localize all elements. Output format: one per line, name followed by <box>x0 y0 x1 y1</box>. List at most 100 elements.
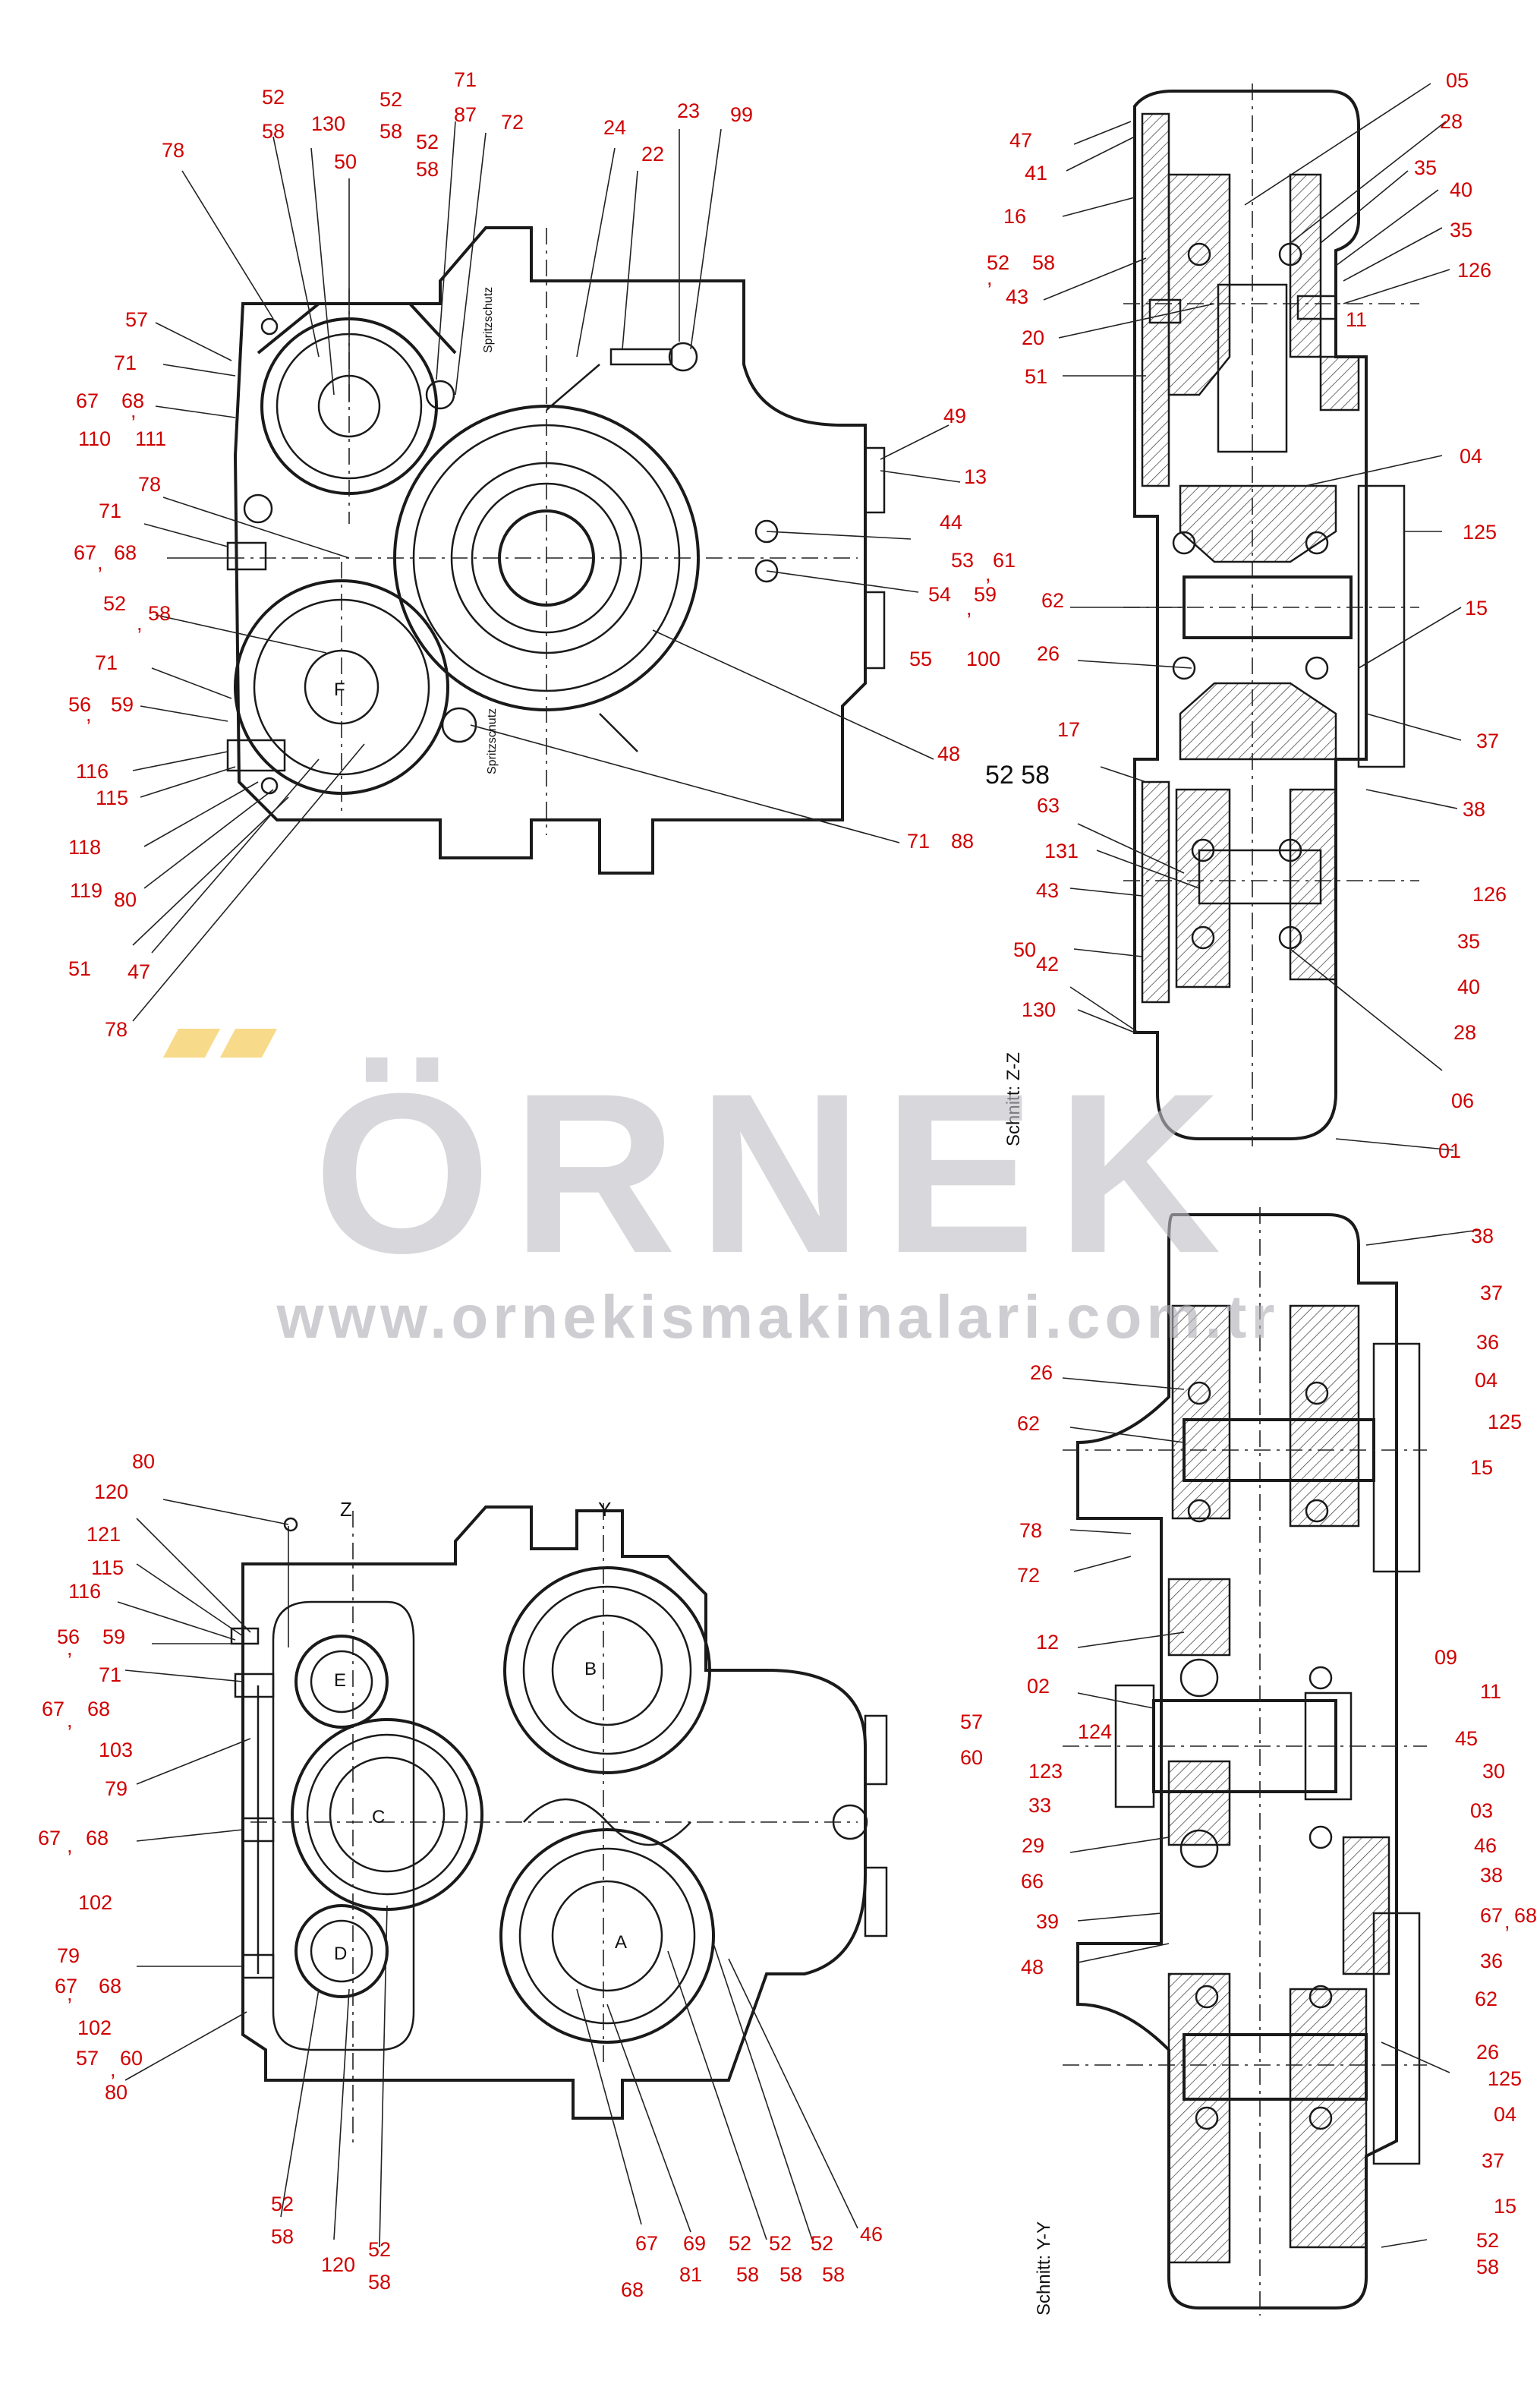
part-number-label: 04 <box>1460 445 1483 468</box>
part-number-label: 23 <box>677 99 701 122</box>
part-number-label: 71 <box>99 1663 122 1686</box>
part-number-label: 68 <box>99 1975 122 1997</box>
part-number-label: 78 <box>105 1018 128 1041</box>
part-number-label: 68 <box>87 1698 111 1720</box>
part-number-label: 44 <box>940 511 963 534</box>
part-number-label: 58 <box>368 2271 392 2294</box>
part-number-label: 58 <box>416 158 439 181</box>
part-number-label: 48 <box>1021 1956 1044 1978</box>
part-number-label: 125 <box>1488 2067 1523 2090</box>
part-number-label: 119 <box>70 879 103 902</box>
part-number-label: 131 <box>1044 840 1079 862</box>
part-number-label: 50 <box>334 150 357 173</box>
part-number-label: 69 <box>683 2232 707 2255</box>
part-number-label: 13 <box>964 465 987 488</box>
part-number-label: 67 <box>42 1698 65 1720</box>
part-number-label: 57 <box>76 2047 99 2070</box>
part-number-label: 116 <box>76 760 109 783</box>
part-number-label: 67 <box>1480 1904 1504 1927</box>
part-number-label: 61 <box>993 549 1016 572</box>
part-number-label: 102 <box>78 1891 113 1914</box>
front-view-top <box>226 226 886 875</box>
part-number-label: 54 <box>928 583 952 606</box>
part-number-label: 120 <box>94 1480 129 1503</box>
part-number-label: 56 <box>68 693 92 716</box>
part-number-label: 58 <box>271 2225 294 2248</box>
label-separator: , <box>67 1637 73 1660</box>
part-number-label: 52 <box>769 2232 792 2255</box>
part-number-label: 71 <box>99 500 122 522</box>
part-number-label: 33 <box>1028 1794 1052 1817</box>
gear-letter: A <box>615 1932 628 1953</box>
part-number-label: 01 <box>1438 1140 1462 1162</box>
part-number-label: 71 <box>114 352 137 374</box>
part-number-label: 87 <box>454 103 477 126</box>
part-number-label: 58 <box>779 2263 803 2286</box>
part-number-label: 12 <box>1036 1631 1060 1654</box>
part-number-label: 52 <box>262 86 285 109</box>
part-number-label: 35 <box>1414 156 1438 179</box>
label-separator: , <box>987 266 993 289</box>
part-number-label: 52 <box>379 88 403 111</box>
part-number-label: 46 <box>1474 1834 1497 1857</box>
part-number-label: 40 <box>1457 976 1481 998</box>
part-number-label: 80 <box>105 2081 128 2104</box>
label-separator: , <box>966 597 972 620</box>
part-number-label: 37 <box>1480 1282 1504 1304</box>
part-number-label: 63 <box>1037 794 1060 817</box>
part-number-label: 79 <box>57 1944 80 1967</box>
part-number-label: 57 <box>960 1710 984 1733</box>
part-number-label: 60 <box>120 2047 143 2070</box>
part-number-label: 11 <box>1346 308 1368 331</box>
part-number-label: 80 <box>132 1450 156 1473</box>
part-number-label: 111 <box>135 427 167 450</box>
part-number-label: 03 <box>1470 1799 1494 1822</box>
part-number-label: 67 <box>635 2232 659 2255</box>
part-number-label: 15 <box>1494 2195 1517 2218</box>
part-number-label: 126 <box>1472 883 1507 906</box>
part-number-label: 81 <box>679 2263 703 2286</box>
part-number-label: 52 <box>368 2238 392 2261</box>
part-number-label: 115 <box>91 1556 124 1579</box>
part-number-label: 42 <box>1036 953 1060 976</box>
part-number-label: 123 <box>1028 1760 1063 1783</box>
part-number-label: 58 <box>262 120 285 143</box>
part-number-label: 36 <box>1476 1331 1500 1354</box>
part-number-label: 67 <box>38 1827 61 1849</box>
splash-guard-note: Spritzschutz <box>482 286 495 353</box>
part-number-label: 68 <box>86 1827 109 1849</box>
section-title-z-z: Schnitt: Z-Z <box>1003 1051 1024 1146</box>
part-number-label: 28 <box>1440 110 1463 133</box>
section-mark: Y <box>598 1498 612 1521</box>
part-number-label: 68 <box>114 541 137 564</box>
part-number-label: 56 <box>57 1625 80 1648</box>
part-number-label: 37 <box>1482 2149 1505 2172</box>
side-view-bottom <box>230 1503 888 2149</box>
part-number-label: 120 <box>321 2253 356 2276</box>
part-number-label: 50 <box>1013 938 1037 961</box>
section-title-y-y: Schnitt: Y-Y <box>1034 2221 1054 2316</box>
part-number-label: 26 <box>1030 1361 1053 1384</box>
part-number-label: 72 <box>501 111 524 134</box>
part-number-label: 52 <box>811 2232 834 2255</box>
part-number-label: 17 <box>1057 718 1081 741</box>
part-number-label: 38 <box>1471 1225 1494 1247</box>
part-number-label: 09 <box>1434 1646 1458 1669</box>
part-number-label: 35 <box>1457 930 1481 953</box>
part-number-label: 68 <box>1514 1904 1538 1927</box>
gear-letter: B <box>584 1659 597 1679</box>
part-number-label: 52 <box>271 2193 294 2215</box>
part-number-label: 46 <box>860 2223 883 2246</box>
part-number-label: 125 <box>1488 1411 1523 1433</box>
part-number-label: 59 <box>102 1625 126 1648</box>
part-number-label: 30 <box>1482 1760 1506 1783</box>
label-separator: , <box>86 703 92 726</box>
part-number-label: 126 <box>1457 259 1492 282</box>
section-y-y <box>1063 1207 1427 2316</box>
splash-guard-note: Spritzschutz <box>486 708 499 774</box>
part-number-label: 116 <box>68 1580 102 1603</box>
leader-lines <box>117 83 1481 2248</box>
gear-letter: E <box>334 1670 347 1691</box>
label-separator: , <box>110 2058 116 2081</box>
